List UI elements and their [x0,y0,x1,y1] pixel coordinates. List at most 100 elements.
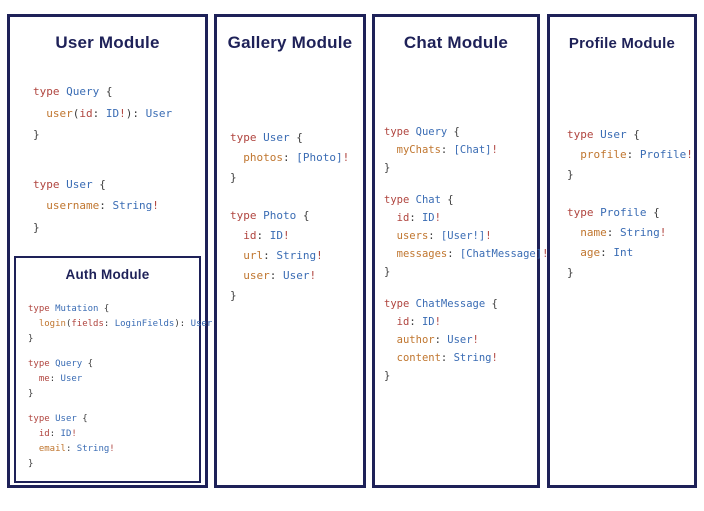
code-block: type ChatMessage { id: ID! author: User!… [384,295,548,385]
code-token: Chat [415,194,441,206]
code-line: } [28,332,212,347]
module-title-user: User Module [55,33,160,52]
code-token: ( [72,106,80,120]
code-token: : [434,334,448,346]
code-line: id: ID! [230,226,349,246]
code-token [28,319,39,329]
code-token [384,352,397,364]
code-line: content: String! [384,349,548,367]
code-token [230,151,243,164]
code-token: User [600,128,627,141]
code-token: : [606,226,620,239]
code-token: : [103,319,115,329]
code-token: type [28,414,50,424]
code-token: } [28,389,34,399]
code-token: ): [174,319,191,329]
module-chat: Chat Module type Query { myChats: [Chat]… [372,14,548,488]
code-token: type [230,209,257,222]
code-token: { [99,85,113,98]
code-token: : [409,212,422,224]
code-token [33,199,46,212]
code-token: type [33,177,60,191]
code-token: ! [316,249,323,262]
code-token: User [447,334,473,346]
code-block: type User { username: String!} [33,174,172,239]
code-token: { [92,177,106,191]
code-token: { [646,206,660,219]
code-block: type Mutation { login(fields: LoginField… [28,302,212,347]
code-token: ! [152,199,159,212]
code-token: messages [396,248,448,260]
code-token: : [409,316,422,328]
code-token [33,107,46,120]
code-token: photos [243,151,283,164]
code-block: type User { photos: [Photo]!} [230,128,349,188]
code-line: type User { [567,125,693,145]
code-line: type Photo { [230,206,349,226]
code-line: myChats: [Chat]! [384,141,548,159]
module-gallery: Gallery Module type User { photos: [Phot… [214,14,366,488]
code-token: ID [105,106,120,120]
code-token: : [283,151,297,164]
module-auth: Auth Module type Mutation { login(fields… [14,256,212,483]
code-line: id: ID! [384,313,548,331]
code-line: type User { [230,128,349,148]
code-token: login [38,319,66,329]
code-token: Query [55,359,83,369]
code-token: String [453,352,492,364]
code-token: User [66,177,93,191]
code-token [567,226,580,239]
code-token: ): [125,106,146,120]
schema-code-auth: type Mutation { login(fields: LoginField… [28,302,212,482]
code-line: } [384,367,548,385]
code-token: profile [580,148,627,161]
code-token: } [384,370,391,382]
code-token: : [99,199,113,212]
code-token: ID [421,212,435,224]
code-line: me: User [28,372,212,387]
code-block: type User { profile: Profile!} [567,125,693,185]
code-line: type Query { [33,81,172,103]
code-token: ! [485,230,492,242]
code-token: { [296,209,310,222]
code-token: id [396,316,410,328]
code-token: id [396,212,410,224]
code-token: String [112,199,153,212]
code-token: : [600,246,614,259]
code-token [230,249,243,262]
code-line: type User { [28,412,212,427]
module-title-profile: Profile Module [568,35,676,52]
code-token: String [620,226,660,239]
code-token [384,144,397,156]
code-token: String [76,444,110,454]
code-line: photos: [Photo]! [230,148,349,168]
code-token [567,148,580,161]
code-token: User [263,131,290,144]
module-profile: Profile Module type User { profile: Prof… [547,14,697,488]
code-token: user [46,106,73,120]
code-token: : [626,148,640,161]
code-token: { [289,131,303,144]
code-token: User [145,106,173,120]
code-token: Query [415,126,448,138]
code-token: username [46,199,100,212]
code-token: } [230,289,237,302]
code-token: Query [66,85,100,98]
code-token: ID [421,316,435,328]
code-block: type Chat { id: ID! users: [User!]! mess… [384,191,548,281]
code-token: { [626,128,640,141]
code-token: } [28,459,34,469]
code-token [28,429,39,439]
code-token: : [263,249,277,262]
code-line: profile: Profile! [567,145,693,165]
code-token: : [92,106,106,120]
code-token: ! [283,229,290,242]
code-token: } [33,128,40,141]
code-token [567,246,580,259]
code-line: } [33,124,172,146]
code-block: type Profile { name: String! age: Int} [567,203,693,283]
code-token: User [283,269,310,282]
code-token: url [243,249,264,262]
module-title-auth: Auth Module [65,267,150,282]
schema-code-chat: type Query { myChats: [Chat]!}type Chat … [384,123,548,399]
